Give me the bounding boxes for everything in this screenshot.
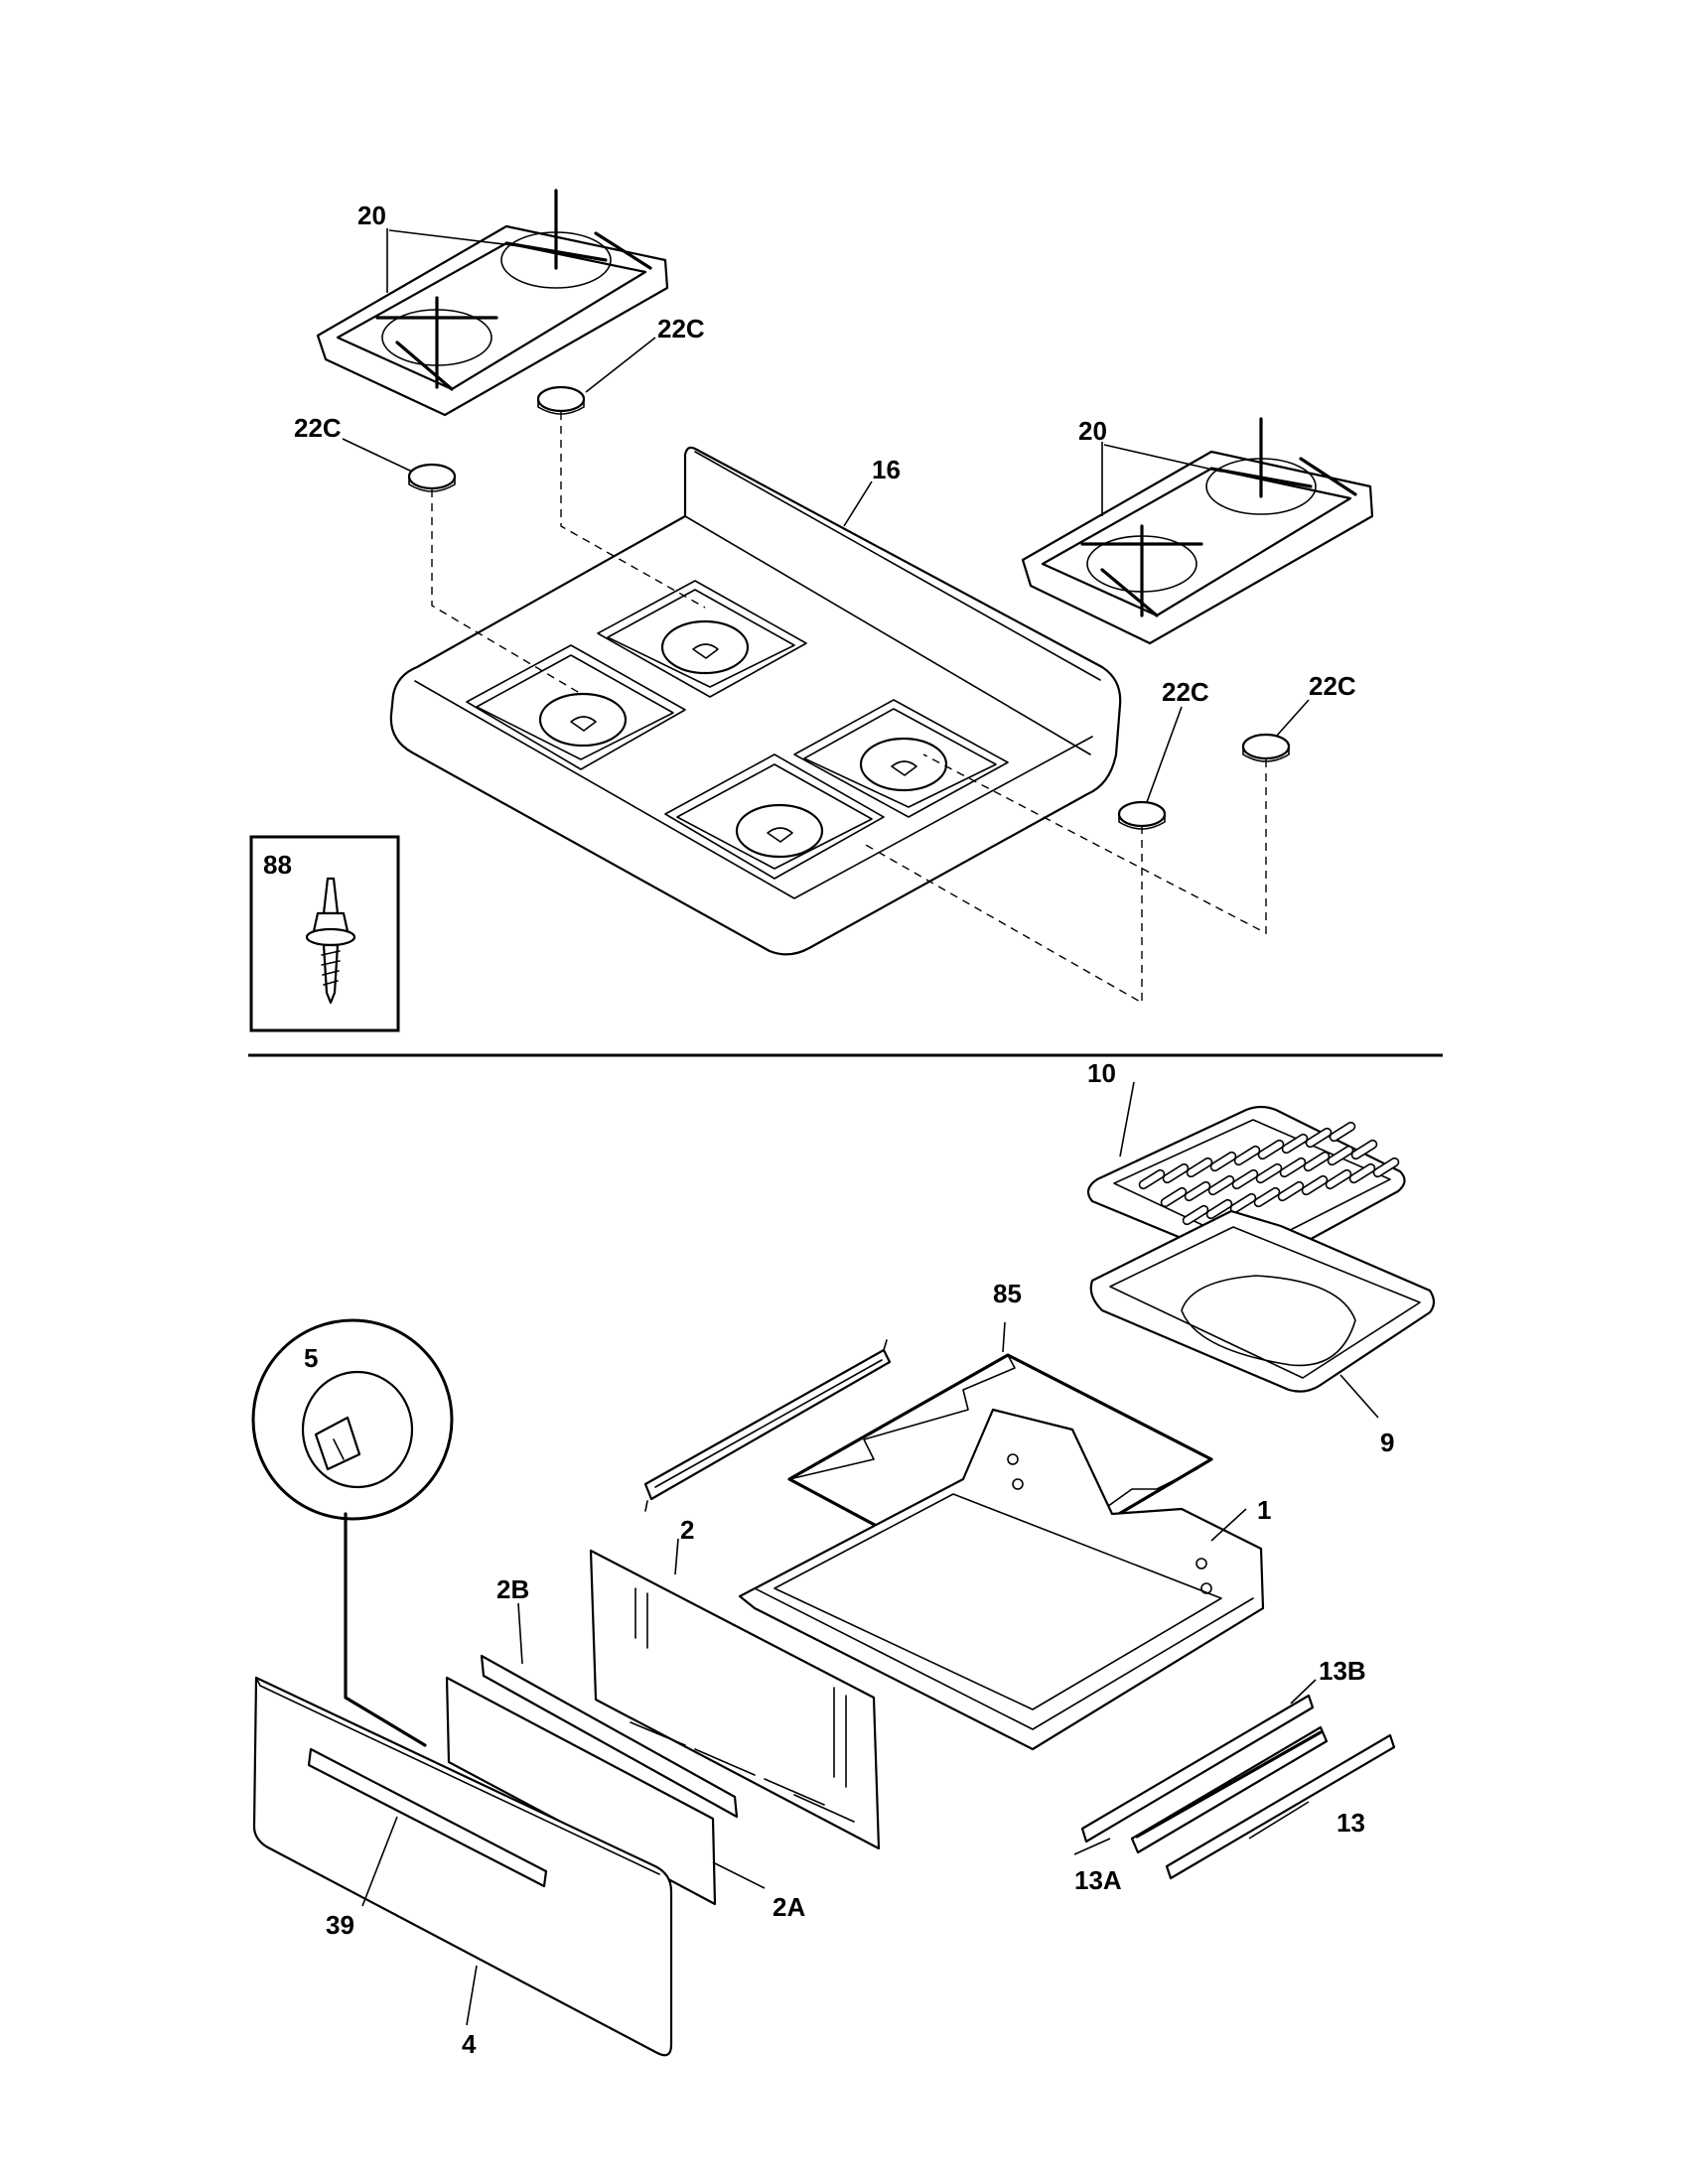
callout-drawer-front: 4 bbox=[462, 2029, 477, 2059]
foot-right-right bbox=[1241, 733, 1291, 762]
callout-foot-right-left: 22C bbox=[1162, 677, 1209, 707]
grid-slot bbox=[1162, 1162, 1190, 1184]
slide-upper bbox=[643, 1339, 892, 1512]
drawer-handle bbox=[307, 1747, 548, 1888]
callout-grate-left: 20 bbox=[357, 201, 386, 230]
drawer-liner bbox=[480, 1654, 739, 1819]
callout-cooktop: 16 bbox=[872, 455, 901, 484]
grid-slot bbox=[1257, 1139, 1285, 1160]
callout-drawer-liner: 2B bbox=[496, 1574, 529, 1604]
cooktop-part bbox=[389, 446, 1122, 956]
drawer-front bbox=[252, 1676, 673, 2057]
grid-slot bbox=[1303, 1151, 1331, 1172]
grid-slot bbox=[1301, 1174, 1329, 1196]
callout-roller: 5 bbox=[304, 1343, 318, 1373]
grid-slot bbox=[1205, 1198, 1233, 1220]
callout-broiler-pan: 9 bbox=[1380, 1428, 1394, 1457]
callout-foot-right-right: 22C bbox=[1309, 671, 1356, 701]
grid-slot bbox=[1209, 1151, 1237, 1172]
grid-slot bbox=[1281, 1133, 1309, 1155]
callout-broiler-grid: 10 bbox=[1087, 1058, 1116, 1088]
grid-slot bbox=[1372, 1157, 1400, 1178]
callout-drawer-body: 1 bbox=[1257, 1495, 1271, 1525]
grid-slot bbox=[1327, 1145, 1354, 1166]
roller-inset bbox=[251, 1318, 454, 1747]
foot-left-top bbox=[536, 385, 586, 415]
callout-screw: 88 bbox=[263, 850, 292, 880]
grid-slot bbox=[1253, 1186, 1281, 1208]
grate-left bbox=[316, 189, 669, 417]
grid-slot bbox=[1348, 1162, 1376, 1184]
foot-right-left bbox=[1117, 800, 1167, 830]
callout-slide-rail: 13 bbox=[1336, 1808, 1365, 1838]
callout-slide-outer: 13B bbox=[1319, 1656, 1366, 1686]
grid-slot bbox=[1279, 1157, 1307, 1178]
grid-slot bbox=[1305, 1127, 1333, 1149]
callout-drawer-handle: 39 bbox=[326, 1910, 354, 1940]
grid-slot bbox=[1207, 1174, 1235, 1196]
callout-grate-right: 20 bbox=[1078, 416, 1107, 446]
callout-foot-left-top: 22C bbox=[657, 314, 705, 343]
foot-left-bottom bbox=[407, 463, 457, 492]
grid-slot bbox=[1329, 1121, 1356, 1143]
drawer-body bbox=[738, 1408, 1265, 1751]
callout-drawer-clip: 2A bbox=[773, 1892, 805, 1922]
drawer-back bbox=[589, 1549, 881, 1850]
callout-slide-inner: 13A bbox=[1074, 1865, 1122, 1895]
grid-slot bbox=[1231, 1168, 1259, 1190]
broiler-pan bbox=[1089, 1209, 1436, 1393]
grate-right bbox=[1021, 417, 1374, 645]
grid-slot bbox=[1182, 1204, 1209, 1226]
alignment-lines bbox=[431, 412, 1267, 1005]
callout-drawer-rack: 85 bbox=[993, 1279, 1022, 1308]
grid-slot bbox=[1138, 1168, 1166, 1190]
screw-inset bbox=[249, 835, 400, 1032]
grid-slot bbox=[1186, 1157, 1213, 1178]
grid-slot bbox=[1255, 1162, 1283, 1184]
slide-inner bbox=[1130, 1725, 1329, 1854]
broiler-grid-slots bbox=[1138, 1121, 1400, 1226]
grid-slot bbox=[1233, 1145, 1261, 1166]
grid-slot bbox=[1350, 1139, 1378, 1160]
slide-outer bbox=[1080, 1694, 1315, 1843]
callout-drawer-back: 2 bbox=[680, 1515, 694, 1545]
grid-slot bbox=[1184, 1180, 1211, 1202]
leader-lines bbox=[342, 228, 1379, 2026]
callout-foot-left-bottom: 22C bbox=[294, 413, 342, 443]
slide-rail bbox=[1165, 1733, 1396, 1880]
drawer-clip bbox=[445, 1676, 717, 1906]
grid-slot bbox=[1277, 1180, 1305, 1202]
grid-slot bbox=[1160, 1186, 1188, 1208]
grid-slot bbox=[1325, 1168, 1352, 1190]
